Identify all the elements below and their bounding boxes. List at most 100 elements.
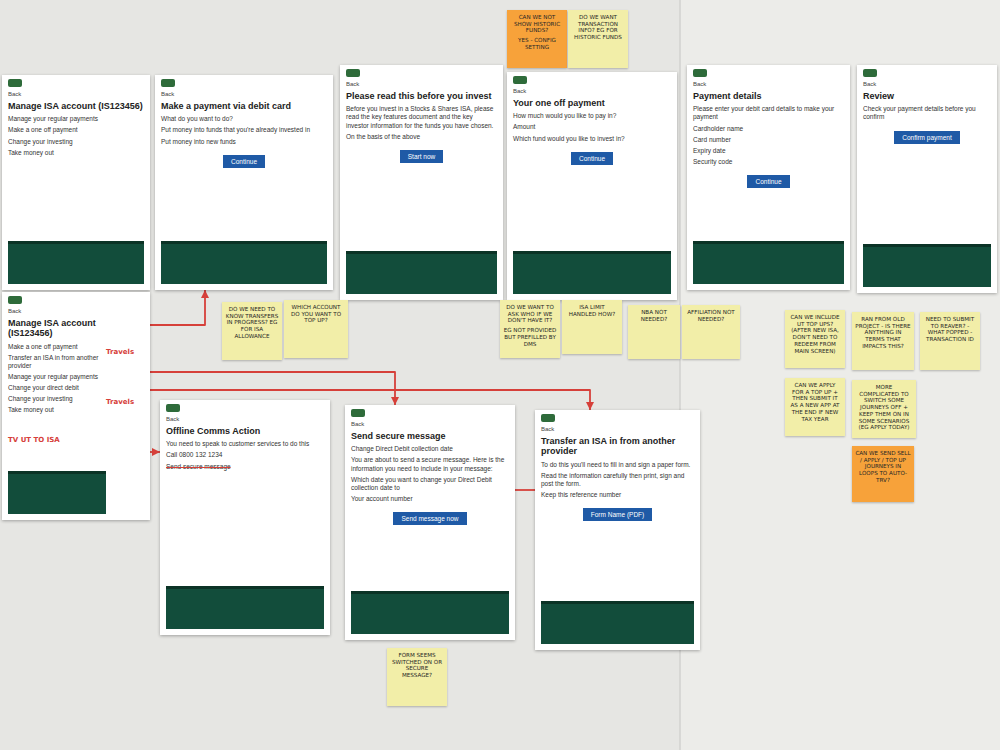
body-text: Take money out: [8, 149, 144, 157]
body-text: Which fund would you like to invest in?: [513, 135, 671, 143]
page-heading: Please read this before you invest: [346, 91, 497, 101]
flow-arrow: [150, 290, 205, 325]
body-text: Change your direct debit: [8, 384, 106, 392]
brand-logo: [863, 69, 877, 77]
button: Confirm payment: [894, 131, 960, 144]
body-text: Take money out: [8, 406, 106, 414]
wireframe-page: BackPayment detailsPlease enter your deb…: [687, 65, 850, 290]
sticky-text: NBA NOT NEEDED?: [631, 309, 677, 322]
sticky-text: DO WE WANT TO ASK WHO IF WE DON'T HAVE I…: [503, 304, 557, 324]
flow-arrow: [515, 489, 535, 491]
body-text: Card number: [693, 136, 844, 144]
body-text: Manage your regular payments: [8, 373, 106, 381]
sticky-text: MORE COMPLICATED TO SWITCH SOME JOURNEYS…: [855, 384, 913, 431]
sticky-text: ISA LIMIT HANDLED HOW?: [565, 304, 619, 317]
back-link: Back: [541, 426, 694, 432]
brand-logo: [8, 296, 22, 304]
page-heading: Your one off payment: [513, 98, 671, 108]
sticky-text: YES - CONFIG SETTING: [510, 37, 564, 50]
wireframe-page: BackTransfer an ISA in from another prov…: [535, 410, 700, 650]
sticky-text: NEED TO SUBMIT TO REAVER? - WHAT POPPED …: [923, 316, 977, 343]
button-label: Continue: [231, 158, 257, 165]
brand-logo: [346, 69, 360, 77]
page-heading: Manage ISA account (IS123456): [8, 101, 144, 111]
back-link: Back: [346, 81, 497, 87]
body-text: Manage your regular payments: [8, 115, 144, 123]
back-link: Back: [513, 88, 671, 94]
body-text: Change your investing: [8, 138, 144, 146]
page-heading: Review: [863, 91, 991, 101]
back-link: Back: [863, 81, 991, 87]
button-label: Confirm payment: [902, 134, 952, 141]
body-text: Read the information carefully then prin…: [541, 472, 694, 488]
brand-logo: [351, 409, 365, 417]
sticky-note: CAN WE SEND SELL / APPLY / TOP UP JOURNE…: [852, 446, 914, 502]
button-label: Start now: [408, 153, 435, 160]
body-text: Before you invest in a Stocks & Shares I…: [346, 105, 497, 129]
body-text: What do you want to do?: [161, 115, 327, 123]
body-text: Call 0800 132 1234: [166, 451, 324, 459]
button: Continue: [223, 155, 265, 168]
wireframe-page: BackOffline Comms ActionYou need to spea…: [160, 400, 330, 635]
sticky-text: AFFILIATION NOT NEEDED?: [685, 309, 737, 322]
sticky-note: ISA LIMIT HANDLED HOW?: [562, 300, 622, 354]
wall-panel: [680, 0, 1000, 750]
page-heading: Manage ISA account (IS123456): [8, 318, 106, 339]
brand-logo: [166, 404, 180, 412]
sticky-note: CAN WE APPLY FOR A TOP UP + THEN SUBMIT …: [785, 378, 845, 436]
wireframe-page: BackPlease read this before you investBe…: [340, 65, 503, 300]
sticky-note: MORE COMPLICATED TO SWITCH SOME JOURNEYS…: [852, 380, 916, 438]
sticky-text: DO WE WANT TRANSACTION INFO? EG FOR HIST…: [571, 14, 625, 41]
wireframe-page: BackReviewCheck your payment details bef…: [857, 65, 997, 293]
body-text: Put money into new funds: [161, 138, 327, 146]
body-text: Your account number: [351, 495, 509, 503]
back-link: Back: [161, 91, 327, 97]
button: Form Name (PDF): [583, 508, 652, 521]
handwritten-note: Travels: [106, 398, 134, 406]
body-text: Check your payment details before you co…: [863, 105, 991, 121]
sticky-note: RAN FROM OLD PROJECT - IS THERE ANYTHING…: [852, 312, 914, 370]
body-text: Send secure message: [166, 463, 324, 471]
sticky-note: NBA NOT NEEDED?: [628, 305, 680, 359]
prototype-footer: [863, 244, 991, 287]
sticky-note: WHICH ACCOUNT DO YOU WANT TO TOP UP?: [284, 300, 348, 358]
body-text: Make a one off payment: [8, 343, 106, 351]
prototype-footer: [351, 591, 509, 634]
prototype-footer: [346, 251, 497, 294]
sticky-text: EG NOT PROVIDED BUT PREFILLED BY DMS: [503, 327, 557, 347]
page-heading: Send secure message: [351, 431, 509, 441]
body-text: Change your investing: [8, 395, 106, 403]
page-heading: Offline Comms Action: [166, 426, 324, 436]
body-text: How much would you like to pay in?: [513, 112, 671, 120]
body-text: Keep this reference number: [541, 491, 694, 499]
back-link: Back: [8, 91, 144, 97]
sticky-note: CAN WE NOT SHOW HISTORIC FUNDS?YES - CON…: [507, 10, 567, 68]
sticky-note: NEED TO SUBMIT TO REAVER? - WHAT POPPED …: [920, 312, 980, 370]
page-heading: Payment details: [693, 91, 844, 101]
sticky-text: FORM SEEMS SWITCHED ON OR SECURE MESSAGE…: [390, 652, 444, 679]
sticky-note: DO WE WANT TO ASK WHO IF WE DON'T HAVE I…: [500, 300, 560, 358]
wireframe-page: BackManage ISA account (IS123456) Manage …: [2, 75, 150, 290]
sticky-text: CAN WE INCLUDE UT TOP UPS? (AFTER NEW IS…: [788, 314, 842, 354]
sticky-note: CAN WE INCLUDE UT TOP UPS? (AFTER NEW IS…: [785, 310, 845, 368]
sticky-note: DO WE NEED TO KNOW TRANSFERS IN PROGRESS…: [222, 302, 282, 360]
handwritten-note: Travels: [106, 348, 134, 356]
body-text: Cardholder name: [693, 125, 844, 133]
body-text: On the basis of the above: [346, 133, 497, 141]
body-text: Which date you want to change your Direc…: [351, 476, 509, 492]
brand-logo: [8, 79, 22, 87]
body-text: Change Direct Debit collection date: [351, 445, 509, 453]
sticky-text: RAN FROM OLD PROJECT - IS THERE ANYTHING…: [855, 316, 911, 350]
body-text: You are about to send a secure message. …: [351, 456, 509, 472]
body-text: Make a one off payment: [8, 126, 144, 134]
page-heading: Make a payment via debit card: [161, 101, 327, 111]
sticky-text: CAN WE SEND SELL / APPLY / TOP UP JOURNE…: [855, 450, 911, 484]
brand-logo: [693, 69, 707, 77]
wireframe-page: BackMake a payment via debit cardWhat do…: [155, 75, 333, 290]
wireframe-page: BackYour one off paymentHow much would y…: [507, 72, 677, 300]
back-link: Back: [693, 81, 844, 87]
body-text: You need to speak to customer services t…: [166, 440, 324, 448]
flow-arrow: [150, 451, 160, 453]
button-label: Continue: [755, 178, 781, 185]
button-label: Continue: [579, 155, 605, 162]
